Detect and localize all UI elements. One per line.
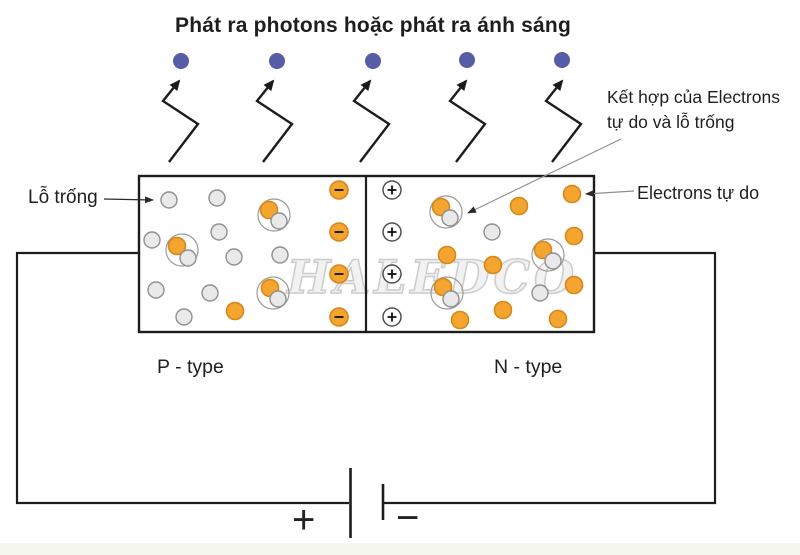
circuit-wire-right <box>384 251 717 505</box>
free-electrons-pointer-line <box>585 190 635 197</box>
circuit-wire-left <box>15 251 349 505</box>
diagram-title: Phát ra photons hoặc phát ra ánh sáng <box>175 14 571 37</box>
photon-emission-arrows <box>161 79 583 163</box>
battery-negative-sign: − <box>396 496 420 540</box>
recombination-label: Kết hợp của Electrons tự do và lỗ trống <box>607 87 780 132</box>
bottom-strip <box>0 543 800 555</box>
p-type-label: P - type <box>157 356 224 378</box>
carrier-particles <box>143 180 584 330</box>
n-type-label: N - type <box>494 356 563 378</box>
photon-dots <box>173 52 570 69</box>
free-electrons-label: Electrons tự do <box>637 183 760 203</box>
hole-label: Lỗ trống <box>28 187 98 208</box>
battery-positive-sign: + <box>292 498 316 542</box>
recombination-pointer-line <box>467 138 622 214</box>
hole-pointer-line <box>103 196 154 204</box>
